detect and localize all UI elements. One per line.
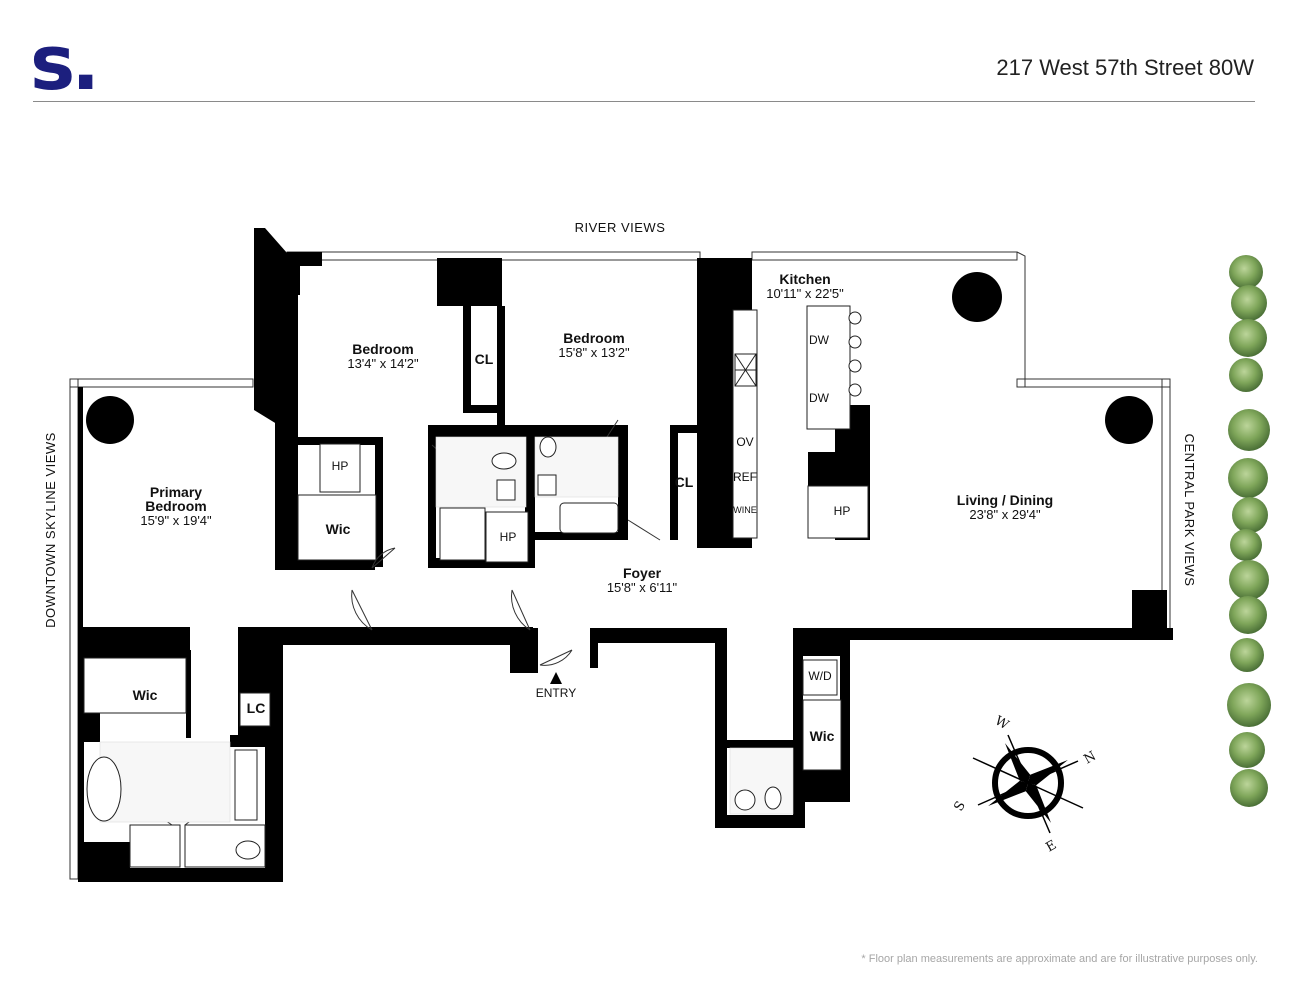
kitchen-dim: 10'11" x 22'5" [766,286,844,301]
wic-label-2: Wic [133,687,158,703]
bedroom1-dim: 13'4" x 14'2" [347,356,419,371]
bar-stools [848,311,862,397]
entry-arrow [550,672,562,684]
wic-label-1: Wic [326,521,351,537]
living-name: Living / Dining [957,492,1053,508]
bedroom2-dim: 15'8" x 13'2" [558,345,630,360]
view-label-east: CENTRAL PARK VIEWS [1182,434,1197,587]
linen-closet-label: LC [247,700,266,716]
hp-label-2: HP [500,530,517,544]
compass-n: N [1082,749,1099,768]
header-divider [33,101,1255,102]
compass-w: W [992,713,1012,733]
tree-column [1227,255,1271,807]
compass-e: E [1044,838,1060,856]
oven-label: OV [736,435,753,449]
bath-tiles [99,436,794,823]
view-label-north: RIVER VIEWS [575,220,666,235]
hp-label-1: HP [332,459,349,473]
wic-label-3: Wic [810,728,835,744]
primary-name-1: Primary [150,484,202,500]
wine-label: WINE [733,505,757,515]
bedroom1-name: Bedroom [352,341,413,357]
view-label-west: DOWNTOWN SKYLINE VIEWS [43,432,58,628]
foyer-dim: 15'8" x 6'11" [607,580,678,595]
foyer-name: Foyer [623,565,662,581]
dishwasher-label-1: DW [809,333,830,347]
primary-dim: 15'9" x 19'4" [140,513,212,528]
plumbing-fixtures [83,305,869,868]
bedroom2-name: Bedroom [563,330,624,346]
structural-columns [86,272,1153,444]
brand-logo: s. [30,18,100,107]
entry-label: ENTRY [536,686,576,700]
cooktop [734,353,757,387]
primary-name-2: Bedroom [145,498,206,514]
disclaimer: * Floor plan measurements are approximat… [861,953,1258,965]
walls [78,228,1173,882]
hp-label-3: HP [834,504,851,518]
listing-address: 217 West 57th Street 80W [996,55,1254,80]
living-dim: 23'8" x 29'4" [969,507,1041,522]
kitchen-name: Kitchen [779,271,830,287]
fridge-label: REF [733,470,757,484]
closet-label-2: CL [675,474,694,490]
closet-label-1: CL [475,351,494,367]
compass-rose [972,734,1084,834]
dishwasher-label-2: DW [809,391,830,405]
compass-s: S [951,799,968,814]
washer-dryer-label: W/D [808,669,832,683]
